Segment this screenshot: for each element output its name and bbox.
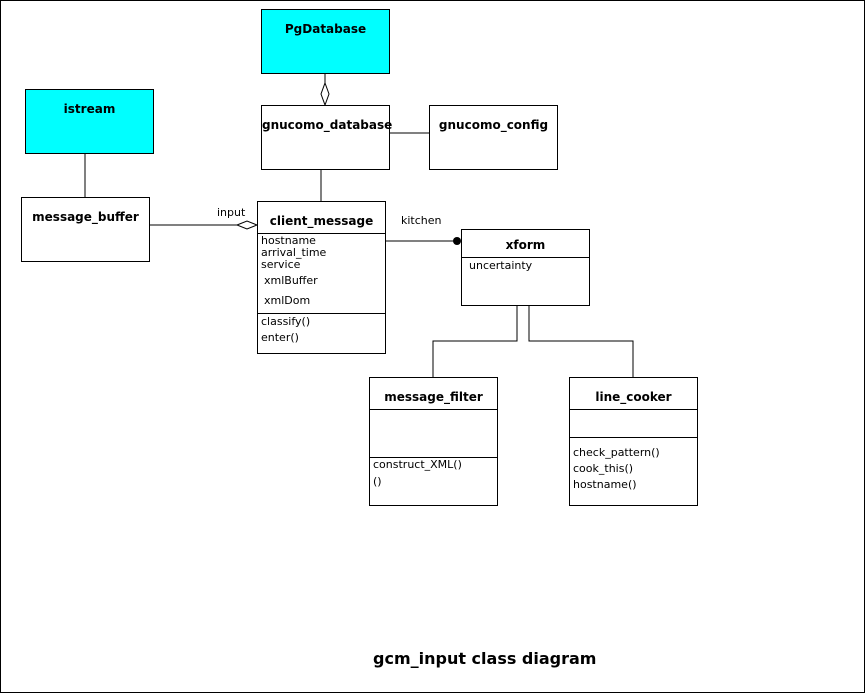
class-message-buffer[interactable]: message_buffer — [21, 197, 150, 262]
class-pgdatabase[interactable]: PgDatabase — [261, 9, 390, 74]
connector-xform-message-filter — [432, 305, 518, 377]
section-divider — [570, 437, 697, 438]
association-label-kitchen: kitchen — [401, 214, 442, 227]
class-message-filter[interactable]: message_filter construct_XML() () — [369, 377, 498, 506]
class-client-message[interactable]: client_message hostname arrival_time ser… — [257, 201, 386, 354]
class-title: line_cooker — [595, 390, 672, 404]
class-istream[interactable]: istream — [25, 89, 154, 154]
attribute: xmlDom — [264, 294, 311, 307]
class-title: PgDatabase — [284, 22, 367, 36]
kitchen-end-dot — [453, 237, 461, 245]
class-line-cooker[interactable]: line_cooker check_pattern() cook_this() … — [569, 377, 698, 506]
operation: enter() — [261, 331, 299, 344]
class-title: istream — [63, 102, 116, 116]
section-divider — [462, 257, 589, 258]
diagram-caption: gcm_input class diagram — [373, 649, 597, 668]
class-title: xform — [505, 238, 546, 252]
attribute: hostname — [261, 234, 316, 247]
class-title: client_message — [269, 214, 374, 228]
operation: classify() — [261, 315, 311, 328]
aggregation-diamond-input — [235, 220, 259, 230]
section-divider — [370, 409, 497, 410]
section-divider — [258, 313, 385, 314]
class-gnucomo-database[interactable]: gnucomo_database — [261, 105, 393, 170]
attribute: service — [261, 258, 301, 271]
class-xform[interactable]: xform uncertainty — [461, 229, 590, 306]
aggregation-diamond-pgdatabase — [320, 81, 330, 107]
class-title: gnucomo_config — [438, 118, 549, 132]
class-title: gnucomo_database — [262, 118, 393, 132]
attribute: arrival_time — [261, 246, 327, 259]
operation: () — [373, 475, 382, 488]
class-title: message_buffer — [32, 210, 139, 224]
association-label-input: input — [217, 206, 246, 219]
class-title: message_filter — [384, 390, 483, 404]
operation: cook_this() — [573, 462, 634, 475]
connector-xform-line-cooker — [528, 305, 634, 377]
section-divider — [370, 457, 497, 458]
operation: hostname() — [573, 478, 637, 491]
operation: construct_XML() — [373, 458, 462, 471]
operation: check_pattern() — [573, 446, 660, 459]
attribute: xmlBuffer — [264, 274, 318, 287]
class-gnucomo-config[interactable]: gnucomo_config — [429, 105, 558, 170]
section-divider — [570, 409, 697, 410]
attribute: uncertainty — [469, 259, 533, 272]
section-divider — [258, 233, 385, 234]
